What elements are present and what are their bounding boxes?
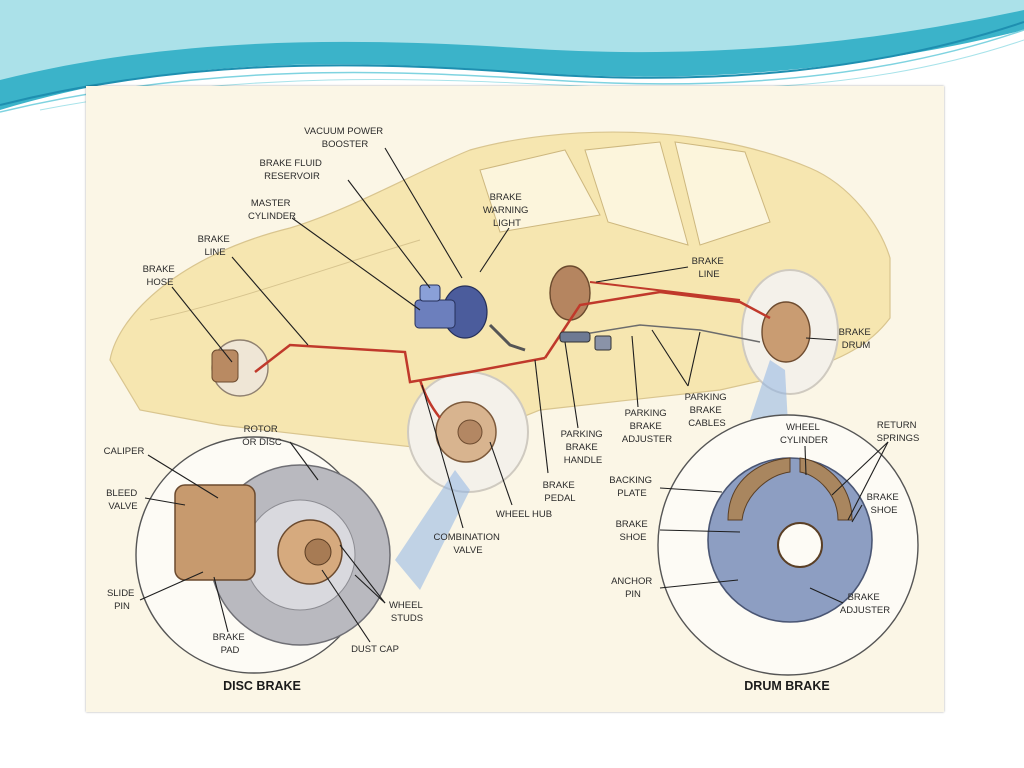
drum-shoe-left xyxy=(727,457,791,521)
brake-pedal-arm xyxy=(488,323,526,352)
label-slide-pin: SLIDE PIN xyxy=(107,588,137,612)
label-brake-shoe-left: BRAKE SHOE xyxy=(616,519,651,543)
car-windows xyxy=(479,141,771,246)
parking-brake-cable xyxy=(559,324,761,343)
title-drum-brake: DRUM BRAKE xyxy=(744,679,829,693)
drum-hub-hole xyxy=(777,522,823,568)
label-vacuum-power-booster: VACUUM POWER BOOSTER xyxy=(304,126,386,150)
brake-line-rear-axle xyxy=(589,281,741,301)
brake-line-rear xyxy=(543,290,771,359)
label-backing-plate: BACKING PLATE xyxy=(609,475,654,499)
label-return-springs: RETURN SPRINGS xyxy=(877,420,920,444)
label-wheel-cylinder: WHEEL CYLINDER xyxy=(780,422,828,446)
label-dust-cap: DUST CAP xyxy=(351,644,399,655)
label-master-cylinder: MASTER CYLINDER xyxy=(248,198,296,222)
label-bleed-valve: BLEED VALVE xyxy=(106,488,140,512)
label-brake-line-rear: BRAKE LINE xyxy=(692,256,727,280)
parking-brake-handle xyxy=(559,331,591,343)
master-cylinder xyxy=(414,299,456,329)
label-wheel-hub: WHEEL HUB xyxy=(496,509,552,520)
label-caliper: CALIPER xyxy=(104,446,145,457)
header-wave-line-2 xyxy=(0,29,1024,113)
label-combination-valve: COMBINATION VALVE xyxy=(434,532,503,556)
label-parking-brake-adjuster: PARKING BRAKE ADJUSTER xyxy=(622,408,672,445)
label-brake-drum: BRAKE DRUM xyxy=(839,327,874,351)
label-brake-line-front: BRAKE LINE xyxy=(198,234,233,258)
label-brake-pedal: BRAKE PEDAL xyxy=(543,480,578,504)
label-brake-hose: BRAKE HOSE xyxy=(143,264,178,288)
disc-caliper xyxy=(174,484,256,581)
rear-drum xyxy=(761,301,811,363)
drum-shoe-right xyxy=(799,457,853,521)
label-wheel-studs: WHEEL STUDS xyxy=(389,600,425,624)
car-hood-line xyxy=(149,239,421,321)
front-left-caliper xyxy=(211,349,239,383)
front-hub xyxy=(457,419,483,445)
label-brake-shoe-right: BRAKE SHOE xyxy=(867,492,902,516)
leader-lines xyxy=(139,147,889,643)
header-wave-line-3 xyxy=(39,39,1024,111)
brake-line-front xyxy=(254,343,546,384)
disc-detail-beam xyxy=(395,470,470,590)
brake-line-to-front-wheel xyxy=(418,379,441,419)
title-disc-brake: DISC BRAKE xyxy=(223,679,301,693)
rear-left-drum xyxy=(549,265,591,321)
label-parking-brake-cables: PARKING BRAKE CABLES xyxy=(685,392,730,429)
label-brake-adjuster: BRAKE ADJUSTER xyxy=(840,592,890,616)
header-wave-line-1 xyxy=(0,21,1024,106)
label-parking-brake-handle: PARKING BRAKE HANDLE xyxy=(561,429,606,466)
brake-fluid-reservoir xyxy=(419,284,441,302)
label-brake-warning-light: BRAKE WARNING LIGHT xyxy=(483,192,531,229)
slide-header-waves xyxy=(0,0,1024,113)
brake-system-illustration: VACUUM POWER BOOSTER BRAKE FLUID RESERVO… xyxy=(86,86,944,712)
header-wave-light xyxy=(0,0,1024,80)
label-brake-pad: BRAKE PAD xyxy=(213,632,248,656)
label-rotor-or-disc: ROTOR OR DISC xyxy=(242,424,282,448)
disc-dust-cap xyxy=(304,538,332,566)
parking-brake-adjuster xyxy=(594,335,612,351)
label-anchor-pin: ANCHOR PIN xyxy=(611,576,655,600)
label-brake-fluid-reservoir: BRAKE FLUID RESERVOIR xyxy=(260,158,325,182)
